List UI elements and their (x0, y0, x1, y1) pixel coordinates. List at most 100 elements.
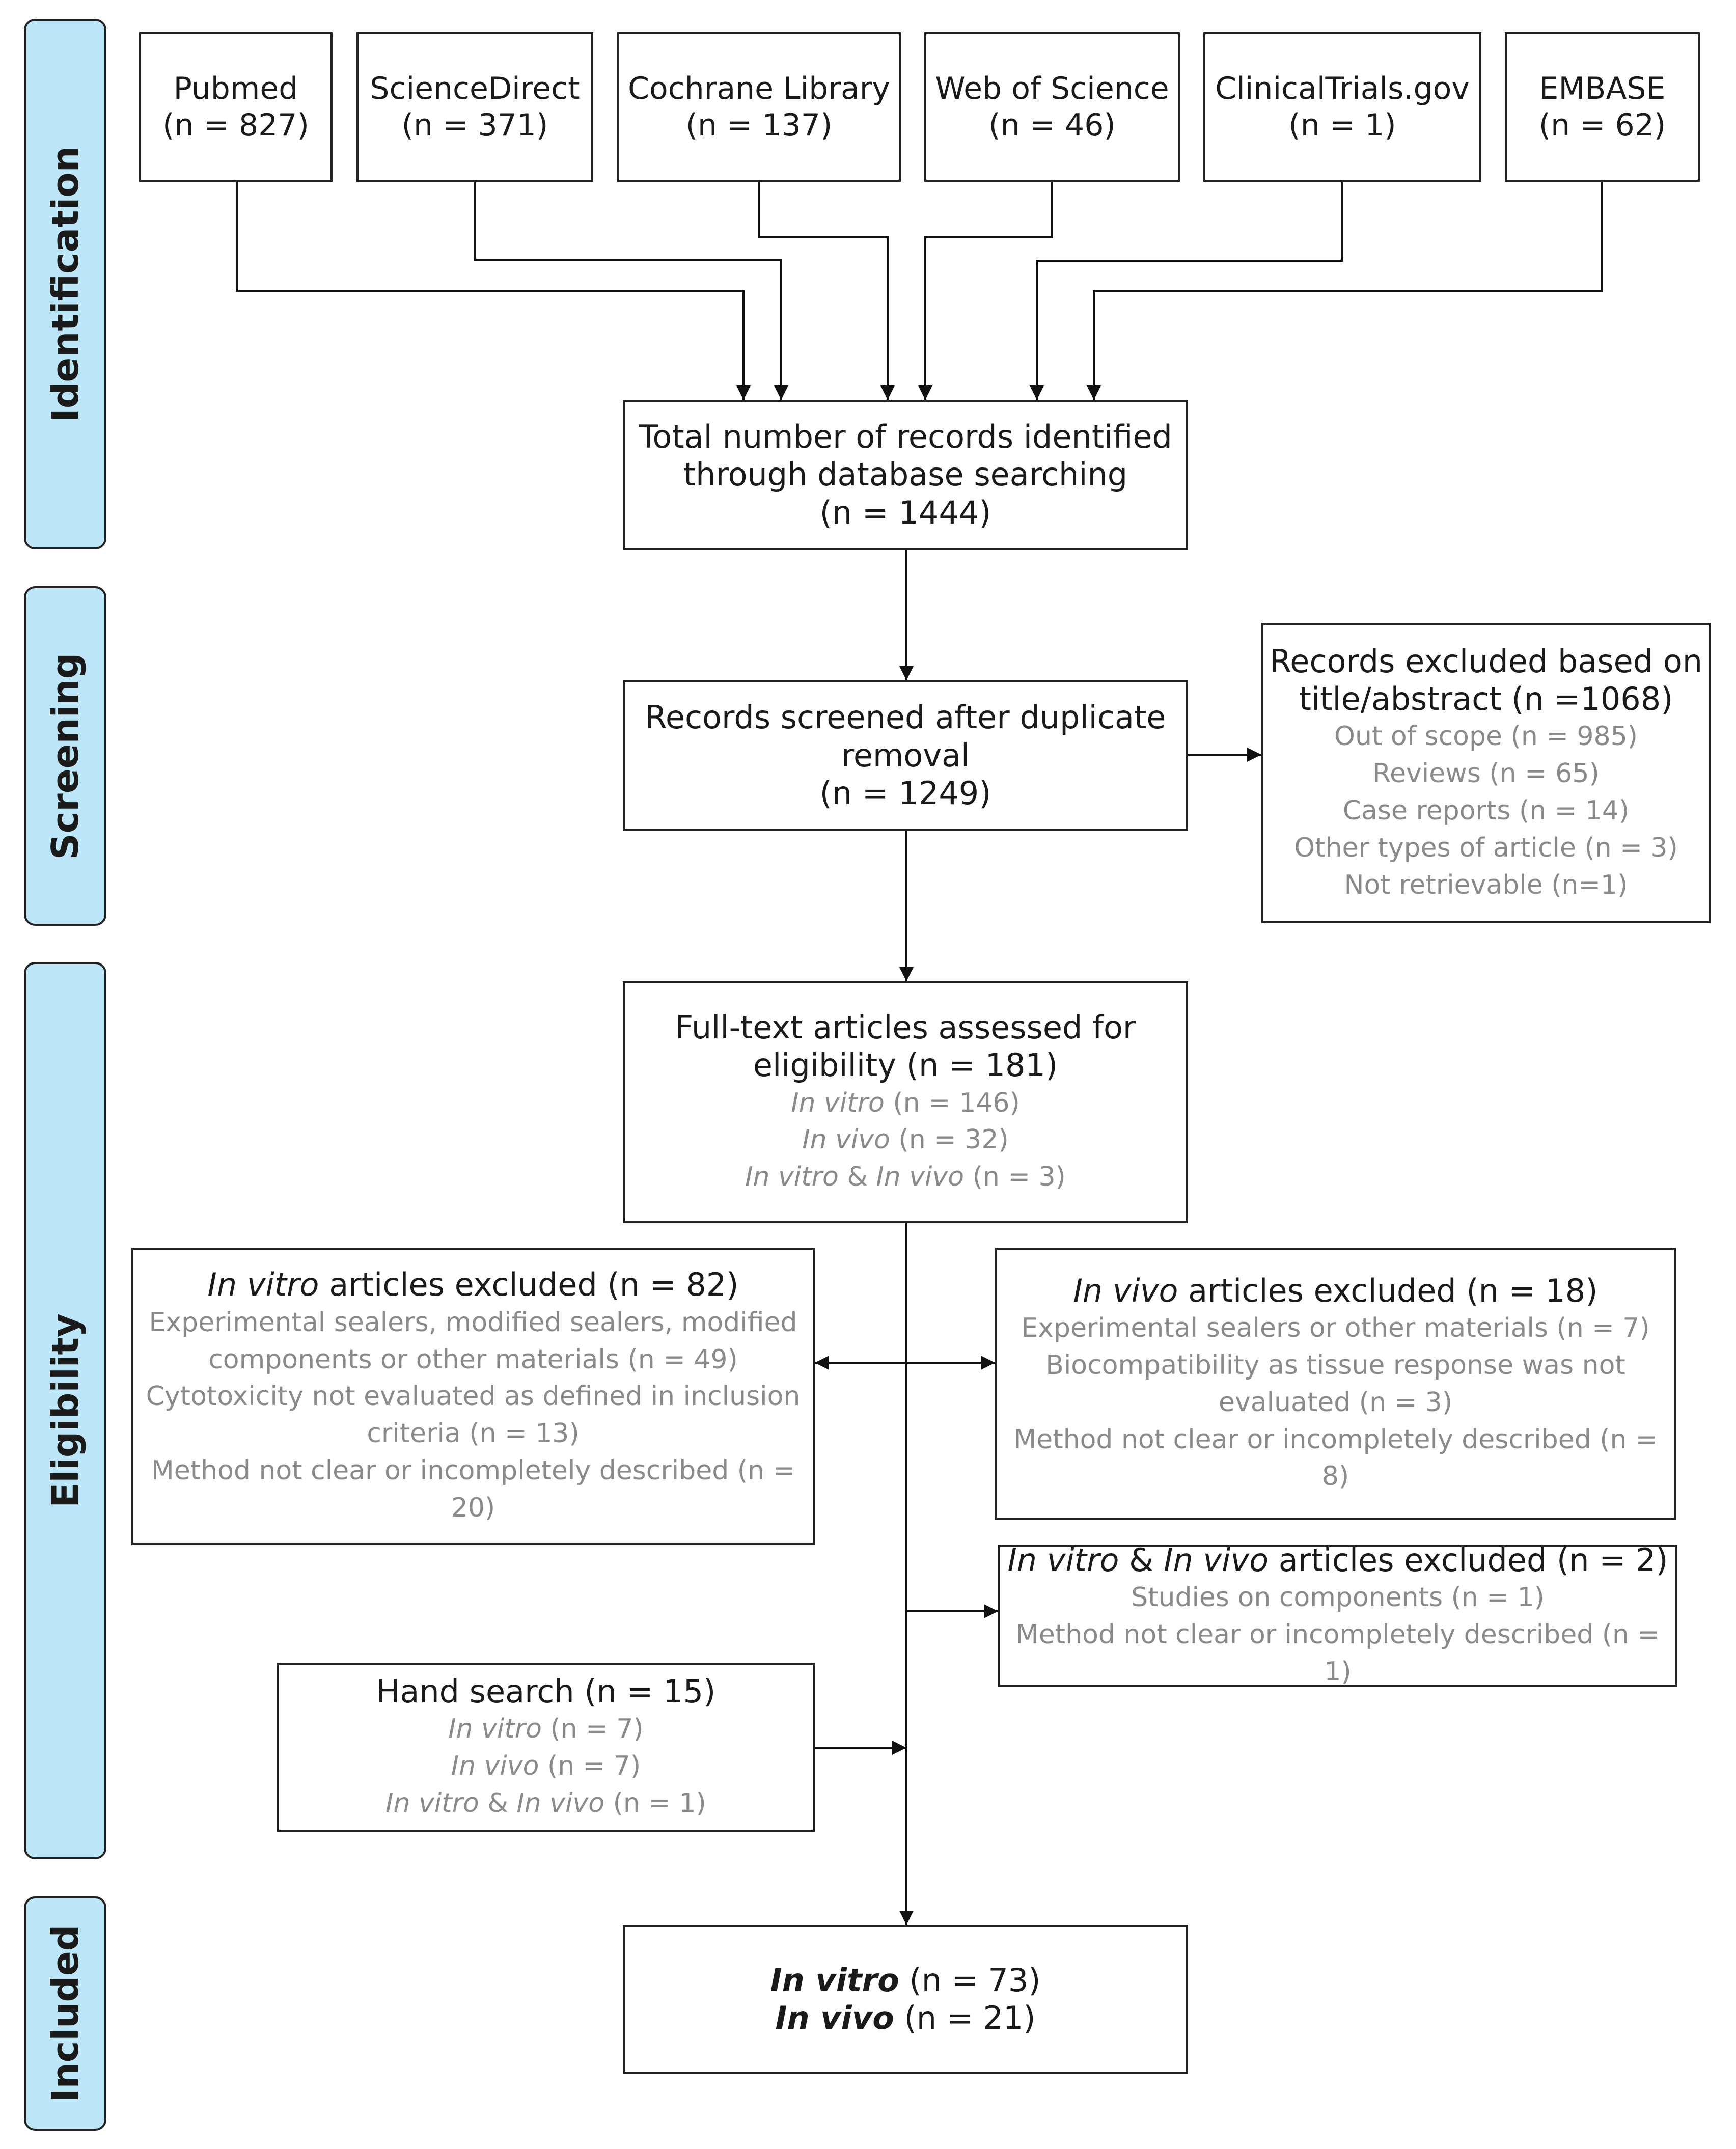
excluded-reason: Other types of article (n = 3) (1294, 832, 1678, 863)
screened-box: Records screened after duplicate removal… (623, 680, 1188, 831)
invitro-label: In vitro (745, 1162, 839, 1193)
source-name: Cochrane Library (628, 71, 890, 106)
phase-included-label: Included (44, 1924, 87, 2103)
both-count: (n = 3) (964, 1162, 1066, 1193)
invivo-count: (n = 32) (890, 1124, 1009, 1155)
excluded-reason: Cytotoxicity not evaluated as defined in… (146, 1381, 801, 1412)
source-count: (n = 1) (1288, 107, 1396, 143)
excluded-title-line1: Records excluded based on (1269, 642, 1703, 680)
hand-search-invivo: In vivo (n = 7) (451, 1748, 641, 1785)
source-name: EMBASE (1539, 71, 1666, 106)
excluded-reason: components or other materials (n = 49) (208, 1344, 738, 1375)
invitro-label: In vitro (770, 1961, 899, 1999)
fulltext-box: Full-text articles assessed for eligibil… (623, 981, 1188, 1223)
title-rest: articles excluded (n = 18) (1178, 1272, 1598, 1309)
connector-clinicaltrials (1030, 182, 1343, 400)
source-name: Web of Science (935, 71, 1169, 106)
source-box-embase: EMBASE (n = 62) (1505, 32, 1700, 182)
hand-search-title: Hand search (n = 15) (376, 1672, 716, 1710)
excluded-reason: Experimental sealers, modified sealers, … (149, 1307, 797, 1338)
invivo-label: In vivo (876, 1162, 965, 1193)
phase-identification-label: Identification (44, 146, 87, 422)
invitro-label: In vitro (207, 1266, 319, 1304)
invitro-count: (n = 73) (899, 1961, 1041, 1999)
source-box-pubmed: Pubmed (n = 827) (139, 32, 333, 182)
connector-webofscience (918, 182, 1053, 400)
excluded-reason: Method not clear or incompletely describ… (1015, 1619, 1660, 1687)
excluded-reason: Reviews (n = 65) (1372, 758, 1600, 789)
invivo-label: In vivo (516, 1787, 605, 1819)
source-count: (n = 137) (685, 107, 833, 143)
invivo-label: In vivo (1073, 1272, 1178, 1309)
connector-embase (1087, 182, 1603, 400)
screened-line2: removal (841, 736, 970, 774)
invitro-label: In vitro (791, 1087, 885, 1118)
total-line1: Total number of records identified (639, 418, 1172, 455)
source-box-clinicaltrials: ClinicalTrials.gov (n = 1) (1203, 32, 1481, 182)
phase-eligibility: Eligibility (24, 962, 106, 1859)
excluded-reason: Method not clear or incompletely describ… (151, 1455, 795, 1523)
hand-search-box: Hand search (n = 15) In vitro (n = 7) In… (277, 1663, 815, 1832)
source-box-sciencedirect: ScienceDirect (n = 371) (356, 32, 593, 182)
title-rest: articles excluded (n = 2) (1269, 1541, 1668, 1579)
hand-search-both: In vitro & In vivo (n = 1) (385, 1785, 706, 1822)
screened-line1: Records screened after duplicate (645, 699, 1166, 736)
phase-screening: Screening (24, 586, 106, 926)
both-count: (n = 1) (604, 1787, 706, 1819)
title-rest: articles excluded (n = 82) (319, 1266, 739, 1304)
invitro-excluded-title: In vitro articles excluded (n = 82) (208, 1266, 739, 1304)
invivo-excluded-title: In vivo articles excluded (n = 18) (1073, 1272, 1598, 1310)
invitro-label: In vitro (1007, 1541, 1119, 1579)
excluded-title-line2: title/abstract (n =1068) (1299, 680, 1673, 718)
phase-identification: Identification (24, 19, 106, 549)
fulltext-invivo: In vivo (n = 32) (802, 1121, 1009, 1159)
source-count: (n = 371) (401, 107, 548, 143)
total-line2: through database searching (683, 456, 1128, 493)
both-excluded-box: In vitro & In vivo articles excluded (n … (998, 1541, 1677, 1687)
source-name: ClinicalTrials.gov (1215, 71, 1470, 106)
source-count: (n = 827) (162, 107, 309, 143)
phase-included: Included (24, 1896, 106, 2131)
source-box-webofscience: Web of Science (n = 46) (924, 32, 1180, 182)
connector-cochrane (758, 182, 895, 400)
source-name: Pubmed (173, 71, 298, 106)
invivo-count: (n = 21) (894, 1999, 1036, 2036)
excluded-title-abstract-box: Records excluded based on title/abstract… (1261, 623, 1711, 923)
source-count: (n = 46) (988, 107, 1116, 143)
excluded-reason: Studies on components (n = 1) (1131, 1582, 1545, 1613)
invivo-excluded-box: In vivo articles excluded (n = 18) Exper… (995, 1248, 1676, 1520)
excluded-reason: Not retrievable (n=1) (1344, 869, 1628, 900)
invitro-label: In vitro (448, 1714, 542, 1744)
excluded-reason: Out of scope (n = 985) (1334, 721, 1638, 752)
invitro-count: (n = 7) (541, 1714, 644, 1744)
excluded-reason: criteria (n = 13) (367, 1418, 580, 1449)
invivo-label: In vivo (1164, 1541, 1269, 1579)
total-records-box: Total number of records identified throu… (623, 400, 1188, 550)
invivo-label: In vivo (775, 1999, 894, 2036)
phase-eligibility-label: Eligibility (44, 1313, 87, 1508)
total-line3: (n = 1444) (819, 493, 991, 531)
ampersand: & (479, 1787, 517, 1819)
invitro-count: (n = 146) (884, 1087, 1020, 1118)
fulltext-invitro: In vitro (n = 146) (791, 1085, 1020, 1122)
both-excluded-title: In vitro & In vivo articles excluded (n … (1007, 1541, 1668, 1579)
fulltext-both: In vitro & In vivo (n = 3) (745, 1159, 1066, 1196)
fulltext-line1: Full-text articles assessed for (675, 1008, 1136, 1046)
phase-screening-label: Screening (44, 652, 87, 860)
connector-pubmed (236, 182, 751, 400)
included-invivo: In vivo (n = 21) (775, 1999, 1035, 2037)
connector-sciencedirect (474, 182, 788, 400)
hand-search-invitro: In vitro (n = 7) (448, 1711, 643, 1748)
invivo-label: In vivo (451, 1750, 539, 1781)
fulltext-line2: eligibility (n = 181) (753, 1046, 1058, 1084)
ampersand: & (838, 1162, 876, 1193)
included-box: In vitro (n = 73) In vivo (n = 21) (623, 1925, 1188, 2074)
source-name: ScienceDirect (370, 71, 580, 106)
invivo-count: (n = 7) (539, 1750, 641, 1781)
excluded-reason: Case reports (n = 14) (1342, 795, 1630, 826)
excluded-reason: evaluated (n = 3) (1218, 1387, 1453, 1418)
included-invitro: In vitro (n = 73) (770, 1962, 1041, 1999)
ampersand: & (1119, 1541, 1164, 1579)
invitro-excluded-box: In vitro articles excluded (n = 82) Expe… (131, 1248, 815, 1545)
